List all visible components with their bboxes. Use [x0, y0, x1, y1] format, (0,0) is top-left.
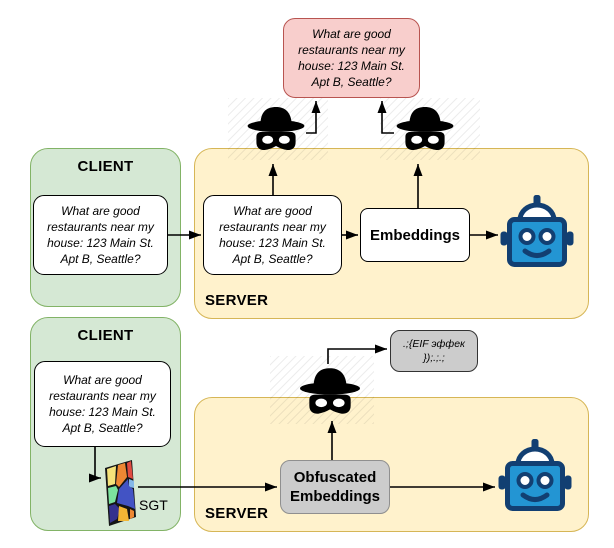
llm-robot-icon-bottom — [498, 439, 572, 511]
obfuscated-embeddings-node: Obfuscated Embeddings — [280, 460, 390, 514]
intercepted-garbage-box: .;{EIF эффек });.;.; — [390, 330, 478, 372]
bottom-client-query-text: What are good restaurants near my house:… — [49, 373, 156, 435]
sgt-stained-glass-icon — [105, 460, 136, 526]
intercepted-garbage-text: .;{EIF эффек });.;.; — [402, 338, 466, 364]
intercepted-query-box: What are good restaurants near my house:… — [283, 18, 420, 98]
sgt-label: SGT — [139, 497, 168, 513]
eavesdropper-spy-icon-bottom — [300, 368, 360, 414]
top-client-query-box: What are good restaurants near my house:… — [33, 195, 168, 275]
top-server-title: SERVER — [205, 292, 269, 309]
embeddings-label: Embeddings — [369, 226, 460, 244]
bottom-server-title: SERVER — [205, 505, 269, 522]
obfuscated-embeddings-label: Obfuscated Embeddings — [289, 469, 380, 505]
eavesdropper-spy-icon-left — [247, 106, 305, 151]
llm-robot-icon-top — [500, 195, 574, 267]
top-server-query-text: What are good restaurants near my house:… — [219, 204, 326, 266]
eavesdropper-spy-icon-right — [396, 106, 454, 151]
bottom-client-title: CLIENT — [77, 327, 134, 344]
embeddings-node: Embeddings — [360, 208, 470, 262]
bottom-client-query-box: What are good restaurants near my house:… — [34, 361, 171, 447]
top-client-query-text: What are good restaurants near my house:… — [47, 204, 154, 266]
intercepted-query-text: What are good restaurants near my house:… — [298, 27, 405, 89]
top-client-title: CLIENT — [77, 158, 134, 175]
top-server-query-box: What are good restaurants near my house:… — [203, 195, 342, 275]
